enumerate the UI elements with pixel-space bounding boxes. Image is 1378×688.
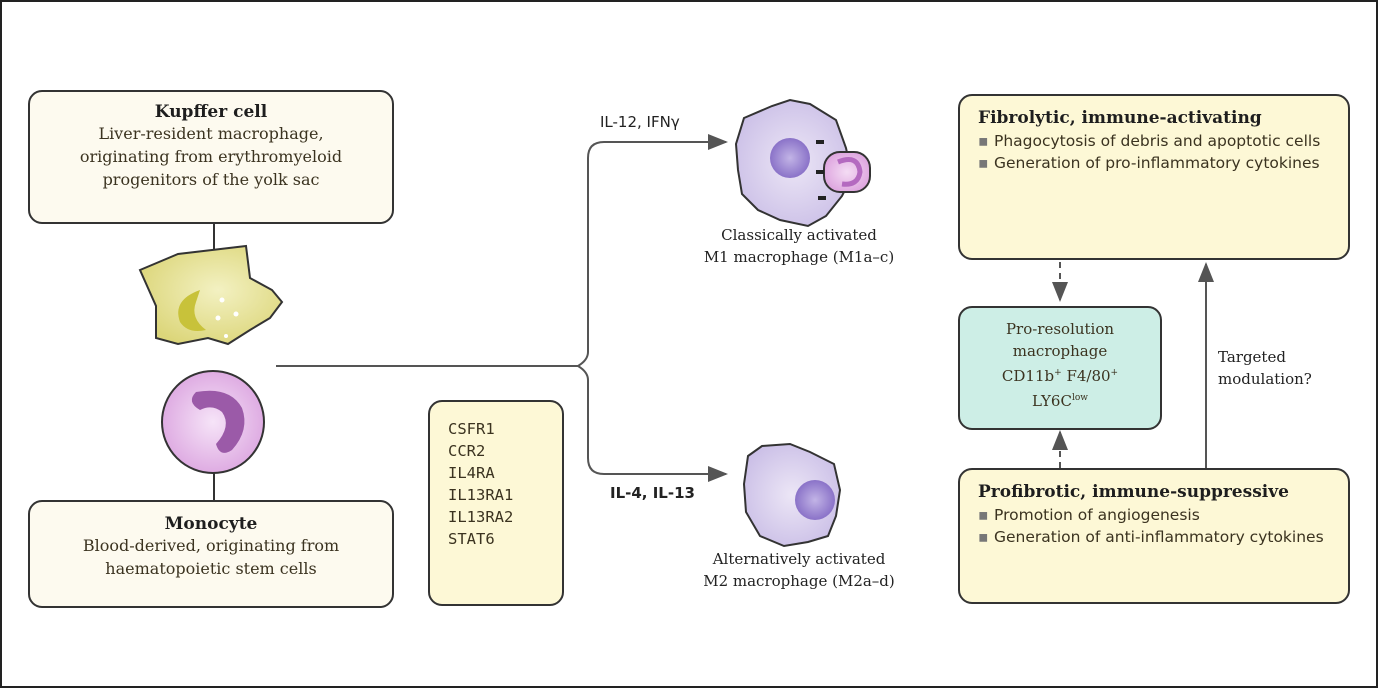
profibrotic-box: Profibrotic, immune-suppressive Promotio…: [958, 468, 1350, 604]
profibrotic-bullet: Promotion of angiogenesis: [978, 504, 1334, 526]
monocyte-line-2: haematopoietic stem cells: [105, 559, 317, 578]
kupffer-line-2: originating from erythromyeloid: [79, 147, 343, 166]
monocyte-line-1: Blood-derived, originating from: [82, 536, 340, 555]
profibrotic-title: Profibrotic, immune-suppressive: [978, 482, 1289, 502]
m1-macrophage-icon: [734, 98, 871, 228]
fibrolytic-bullet: Generation of pro-inflammatory cytokines: [978, 152, 1334, 174]
marker-f480-sup: +: [1110, 368, 1119, 378]
targeted-modulation-label: Targeted modulation?: [1218, 346, 1312, 390]
monocyte-box: Monocyte Blood-derived, originating from…: [28, 500, 394, 608]
marker-cd11b: CD11b: [1001, 367, 1055, 385]
m1-caption-line-1: Classically activated: [721, 226, 877, 244]
kupffer-cell-box: Kupffer cell Liver-resident macrophage, …: [28, 90, 394, 224]
monocyte-cell-icon: [161, 370, 265, 474]
m2-stimulus-label: IL-4, IL-13: [610, 484, 695, 502]
m1-stimulus-label: IL-12, IFNγ: [600, 113, 680, 131]
fibrolytic-title: Fibrolytic, immune-activating: [978, 108, 1262, 128]
m1-caption-line-2: M1 macrophage (M1a–c): [703, 248, 895, 266]
gene-item: IL13RA1: [448, 486, 514, 504]
targeted-line-1: Targeted: [1218, 348, 1286, 366]
pro-resolution-markers: CD11b+ F4/80+: [960, 362, 1160, 387]
targeted-line-2: modulation?: [1218, 370, 1312, 388]
gene-item: CSFR1: [448, 420, 495, 438]
kupffer-cell-icon: [138, 244, 284, 346]
m2-caption-line-2: M2 macrophage (M2a–d): [703, 572, 895, 590]
monocyte-title: Monocyte: [164, 514, 258, 534]
fibrolytic-box: Fibrolytic, immune-activating Phagocytos…: [958, 94, 1350, 260]
m2-caption: Alternatively activated M2 macrophage (M…: [664, 548, 934, 592]
marker-ly6c-sup: low: [1071, 393, 1088, 403]
marker-ly6c: LY6C: [1032, 392, 1072, 410]
marker-cd11b-sup: +: [1054, 368, 1062, 378]
gene-item: IL13RA2: [448, 508, 514, 526]
marker-f480: F4/80: [1066, 367, 1111, 385]
m2-caption-line-1: Alternatively activated: [712, 550, 886, 568]
pro-resolution-box: Pro-resolution macrophage CD11b+ F4/80+ …: [958, 306, 1162, 430]
m1-caption: Classically activated M1 macrophage (M1a…: [664, 224, 934, 268]
profibrotic-bullet: Generation of anti-inflammatory cytokine…: [978, 526, 1334, 548]
gene-list-box: CSFR1 CCR2 IL4RA IL13RA1 IL13RA2 STAT6: [428, 400, 564, 606]
pro-resolution-line-2: macrophage: [1012, 342, 1108, 360]
gene-item: CCR2: [448, 442, 486, 460]
arrow-to-m1: [276, 134, 728, 367]
kupffer-title: Kupffer cell: [154, 102, 268, 122]
pro-resolution-line-4: LY6Clow: [960, 387, 1160, 412]
pro-resolution-line-1: Pro-resolution: [1005, 320, 1115, 338]
fibrolytic-bullet: Phagocytosis of debris and apoptotic cel…: [978, 130, 1334, 152]
kupffer-line-3: progenitors of the yolk sac: [102, 170, 320, 189]
gene-item: STAT6: [448, 530, 495, 548]
m2-macrophage-icon: [742, 442, 842, 548]
arrow-to-m2: [577, 365, 728, 482]
kupffer-line-1: Liver-resident macrophage,: [98, 124, 324, 143]
gene-item: IL4RA: [448, 464, 495, 482]
